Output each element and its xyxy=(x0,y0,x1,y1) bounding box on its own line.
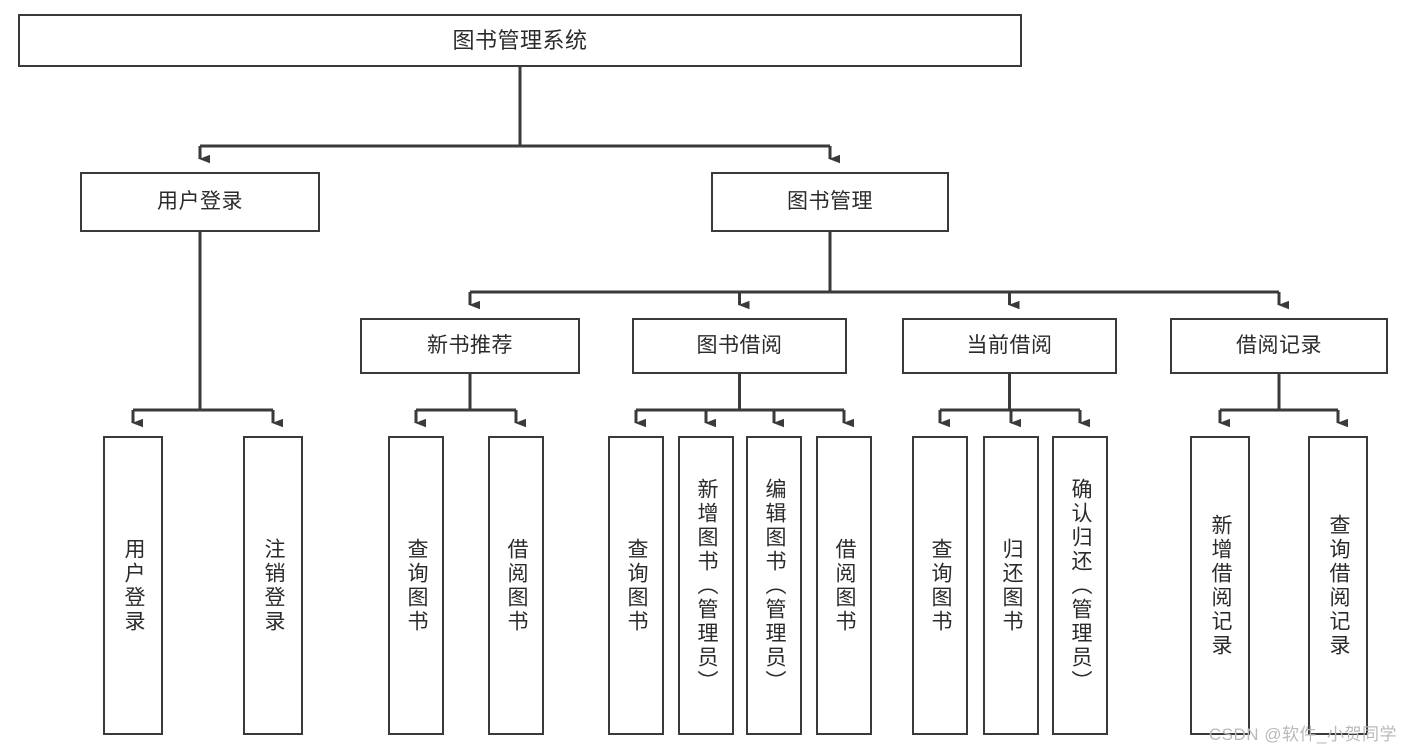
node-label: 借阅图书 xyxy=(833,537,857,634)
node-label: 新增图书（管理员） xyxy=(695,477,719,694)
node-current-borrowing[interactable]: 当前借阅 xyxy=(902,318,1117,374)
node-label: 确认归还（管理员） xyxy=(1069,477,1093,694)
node-leaf-query-borrow-record[interactable]: 查询借阅记录 xyxy=(1308,436,1368,735)
node-label: 图书管理 xyxy=(787,189,873,213)
node-label: 用户登录 xyxy=(157,189,243,213)
node-label: 查询图书 xyxy=(929,537,953,634)
node-label: 当前借阅 xyxy=(966,333,1053,357)
node-label: 查询借阅记录 xyxy=(1327,513,1351,658)
node-leaf-query-book-1[interactable]: 查询图书 xyxy=(388,436,444,735)
node-leaf-query-book-3[interactable]: 查询图书 xyxy=(912,436,968,735)
node-label: 新增借阅记录 xyxy=(1209,513,1233,658)
node-label: 图书借阅 xyxy=(696,333,783,357)
node-label: 借阅记录 xyxy=(1236,333,1322,357)
node-label: 查询图书 xyxy=(625,537,649,634)
node-leaf-edit-book-admin[interactable]: 编辑图书（管理员） xyxy=(746,436,802,735)
node-leaf-borrow-book-2[interactable]: 借阅图书 xyxy=(816,436,872,735)
node-root-book-management-system[interactable]: 图书管理系统 xyxy=(18,14,1022,67)
node-leaf-add-book-admin[interactable]: 新增图书（管理员） xyxy=(678,436,734,735)
node-leaf-borrow-book-1[interactable]: 借阅图书 xyxy=(488,436,544,735)
node-borrowing-record[interactable]: 借阅记录 xyxy=(1170,318,1388,374)
node-leaf-user-login[interactable]: 用户登录 xyxy=(103,436,163,735)
node-leaf-query-book-2[interactable]: 查询图书 xyxy=(608,436,664,735)
node-leaf-confirm-return-admin[interactable]: 确认归还（管理员） xyxy=(1052,436,1108,735)
node-leaf-return-book[interactable]: 归还图书 xyxy=(983,436,1039,735)
node-label: 借阅图书 xyxy=(505,537,529,634)
node-leaf-add-borrow-record[interactable]: 新增借阅记录 xyxy=(1190,436,1250,735)
node-new-book-recommendation[interactable]: 新书推荐 xyxy=(360,318,580,374)
node-book-borrowing[interactable]: 图书借阅 xyxy=(632,318,847,374)
node-leaf-logout[interactable]: 注销登录 xyxy=(243,436,303,735)
csdn-watermark: CSDN @软件_小贺同学 xyxy=(1208,725,1397,744)
node-label: 注销登录 xyxy=(262,537,286,634)
node-label: 归还图书 xyxy=(1000,537,1024,634)
node-label: 图书管理系统 xyxy=(452,27,588,53)
node-label: 查询图书 xyxy=(405,537,429,634)
node-label: 编辑图书（管理员） xyxy=(763,477,787,694)
node-book-management[interactable]: 图书管理 xyxy=(711,172,949,232)
node-label: 用户登录 xyxy=(122,537,146,634)
node-user-login[interactable]: 用户登录 xyxy=(80,172,320,232)
node-label: 新书推荐 xyxy=(427,333,513,357)
